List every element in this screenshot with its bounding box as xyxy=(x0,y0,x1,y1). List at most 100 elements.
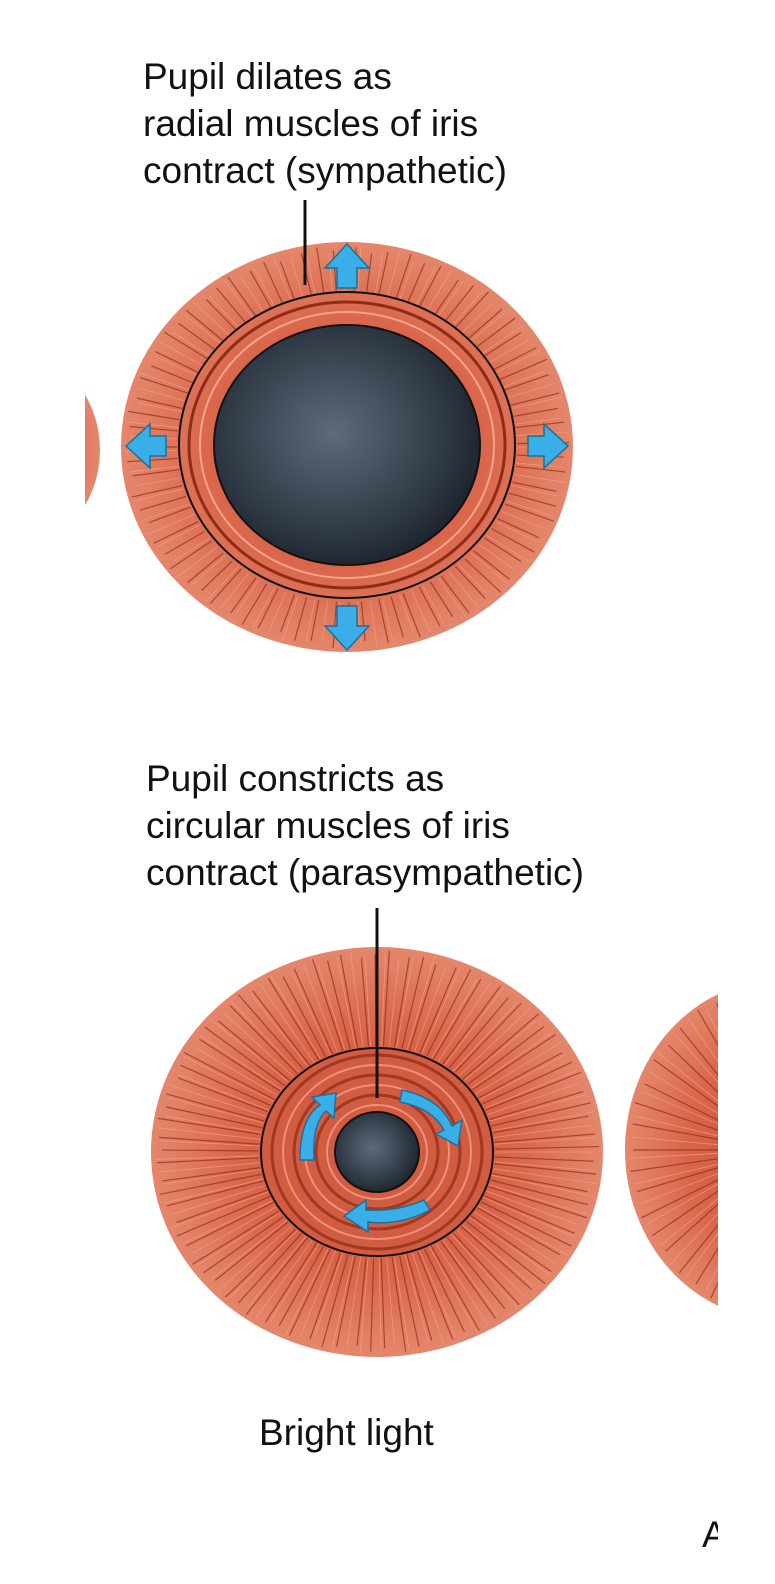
pupil xyxy=(213,324,481,566)
muscle-fiber xyxy=(378,1257,382,1351)
muscle-fiber xyxy=(406,1254,433,1341)
muscle-fiber xyxy=(473,550,510,580)
muscle-fiber xyxy=(154,1155,260,1160)
muscle-fiber xyxy=(365,253,373,294)
muscle-fiber xyxy=(185,309,224,342)
muscle-fiber xyxy=(128,421,179,428)
muscle-fiber xyxy=(386,1257,396,1347)
muscle-fiber xyxy=(328,252,334,293)
muscle-fiber xyxy=(299,1251,336,1338)
muscle-fiber xyxy=(136,397,183,410)
muscle-fiber xyxy=(312,959,344,1051)
radial-muscle-fibers xyxy=(124,245,570,649)
muscle-fiber xyxy=(454,566,486,599)
muscle-fiber xyxy=(269,1243,319,1323)
muscle-fiber xyxy=(515,465,566,473)
muscle-fiber xyxy=(166,1180,264,1207)
muscle-fiber xyxy=(321,600,328,641)
muscle-fiber xyxy=(407,263,426,303)
muscle-fiber xyxy=(453,1001,518,1072)
muscle-fiber xyxy=(288,1249,331,1336)
muscle-fiber xyxy=(494,1163,597,1175)
muscle-fiber xyxy=(139,495,187,511)
muscle-fiber xyxy=(632,1115,718,1137)
muscle-fiber xyxy=(642,1091,718,1125)
muscle-fiber xyxy=(440,1240,496,1319)
muscle-fiber xyxy=(260,984,315,1063)
muscle-fiber xyxy=(396,956,414,1048)
muscle-fiber xyxy=(501,511,543,529)
muscle-fiber xyxy=(486,1190,577,1225)
muscle-fiber xyxy=(645,1183,718,1226)
muscle-fiber xyxy=(406,957,435,1050)
muscle-fiber xyxy=(415,265,437,306)
muscle-fiber xyxy=(515,417,562,425)
muscle-fiber xyxy=(494,1161,595,1171)
muscle-fiber xyxy=(223,1012,294,1078)
muscle-fiber xyxy=(156,1157,260,1164)
muscle-fiber xyxy=(191,555,226,585)
muscle-fiber xyxy=(313,1253,343,1339)
muscle-fiber xyxy=(437,280,464,317)
muscle-fiber xyxy=(388,958,400,1047)
muscle-fiber xyxy=(399,1255,420,1347)
muscle-fiber xyxy=(494,1145,600,1150)
dilation-label: Pupil dilates as radial muscles of iris … xyxy=(143,56,507,191)
muscle-fiber xyxy=(267,977,320,1061)
muscle-fiber xyxy=(129,425,178,432)
muscle-fiber xyxy=(765,988,775,1130)
muscle-fiber xyxy=(364,955,371,1047)
muscle-fiber xyxy=(421,966,461,1055)
muscle-fiber xyxy=(360,601,366,642)
muscle-fiber xyxy=(418,586,441,627)
muscle-fiber xyxy=(652,1190,718,1236)
arrow-outward-icon xyxy=(124,242,570,652)
muscle-fiber xyxy=(476,317,516,348)
muscle-fiber xyxy=(391,1257,407,1352)
muscle-fiber xyxy=(414,965,447,1052)
muscle-fiber xyxy=(357,245,362,293)
muscle-fiber xyxy=(727,997,773,1132)
muscle-fiber xyxy=(224,280,254,319)
muscle-fiber xyxy=(247,1236,307,1308)
muscle-fiber xyxy=(381,952,386,1047)
muscle-fiber xyxy=(648,1071,718,1114)
muscle-fiber xyxy=(710,1281,718,1299)
muscle-fiber xyxy=(494,1133,595,1143)
muscle-fiber xyxy=(488,1186,588,1219)
muscle-fiber xyxy=(192,301,230,336)
muscle-fiber xyxy=(419,1250,457,1338)
muscle-fiber xyxy=(452,1232,520,1306)
muscle-fiber xyxy=(177,1077,269,1113)
muscle-fiber xyxy=(461,303,493,334)
muscle-fiber xyxy=(462,1013,540,1080)
muscle-fiber xyxy=(511,485,558,497)
muscle-fiber xyxy=(157,1117,261,1135)
muscle-fiber xyxy=(431,979,478,1059)
muscle-fiber xyxy=(282,595,299,640)
muscle-fiber xyxy=(697,1009,718,1047)
muscle-fiber xyxy=(422,585,444,624)
muscle-fiber xyxy=(465,1220,546,1285)
muscle-fiber xyxy=(184,314,221,344)
muscle-fiber xyxy=(401,956,425,1049)
muscle-fiber xyxy=(402,593,421,638)
muscle-fiber xyxy=(309,1252,342,1340)
muscle-fiber xyxy=(245,1237,308,1316)
muscle-fiber xyxy=(448,997,509,1069)
muscle-fiber xyxy=(516,462,565,468)
muscle-fiber xyxy=(411,1253,444,1345)
muscle-fiber xyxy=(146,514,195,536)
muscle-fiber xyxy=(515,421,564,429)
muscle-fiber xyxy=(484,1069,579,1109)
muscle-fiber xyxy=(192,1206,277,1254)
muscle-fiber xyxy=(474,1211,557,1264)
muscle-fiber xyxy=(493,347,537,370)
muscle-fiber xyxy=(172,537,210,562)
dilated-iris xyxy=(85,200,573,652)
muscle-fiber xyxy=(634,1101,718,1131)
muscle-fiber xyxy=(745,988,775,1131)
muscle-fiber xyxy=(485,1071,582,1111)
panel-letter: A xyxy=(702,1514,718,1555)
muscle-fiber xyxy=(741,1169,774,1307)
